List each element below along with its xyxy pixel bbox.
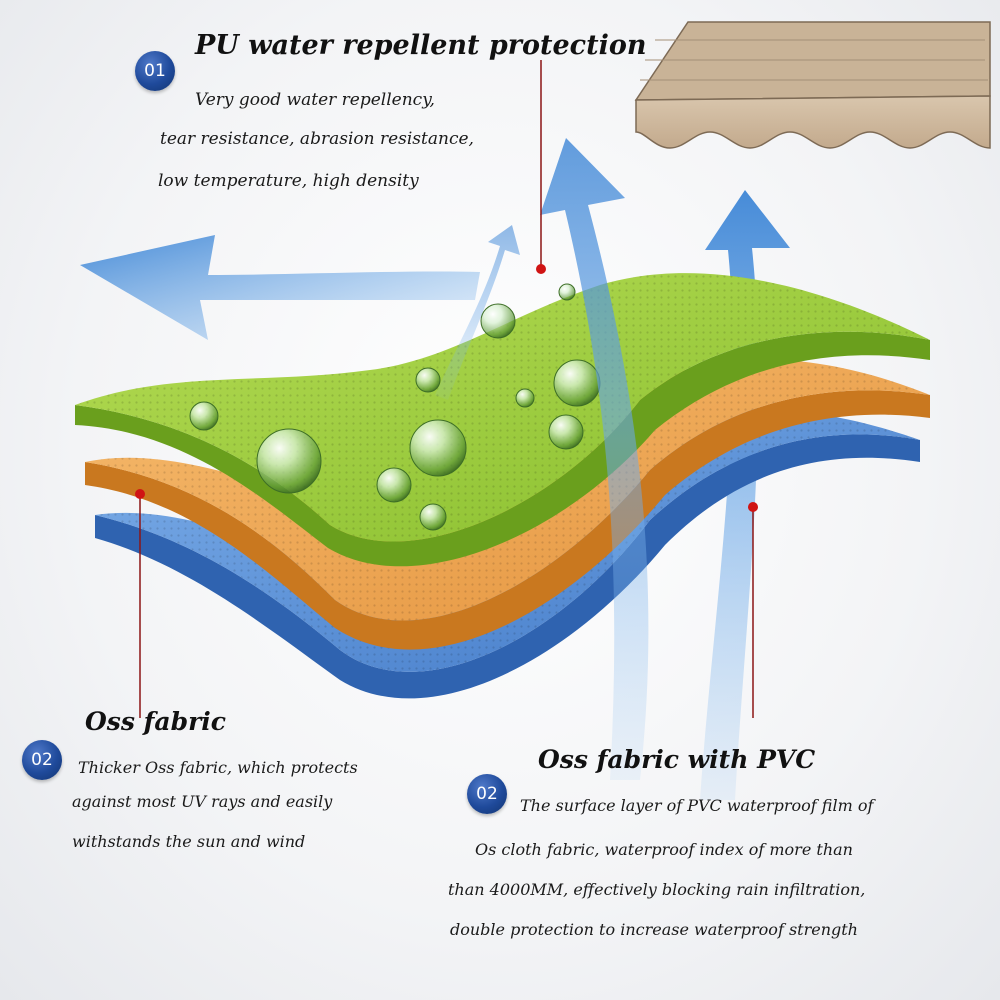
section-description-line: Os cloth fabric, waterproof index of mor… xyxy=(475,840,853,859)
section-description-line: Thicker Oss fabric, which protects xyxy=(78,758,358,777)
airflow-arrow-right xyxy=(700,190,790,800)
section-title: PU water repellent protection xyxy=(195,30,647,61)
water-droplet xyxy=(515,388,535,408)
callout-marker xyxy=(748,502,758,512)
callout-marker xyxy=(135,489,145,499)
callout-lines xyxy=(135,60,758,718)
section-description-line: withstands the sun and wind xyxy=(72,832,306,851)
water-droplets xyxy=(189,283,601,531)
section-description-line: tear resistance, abrasion resistance, xyxy=(160,129,474,149)
section-title: Oss fabric xyxy=(85,707,226,736)
section-description-line: double protection to increase waterproof… xyxy=(450,920,858,939)
section-description-line: than 4000MM, effectively blocking rain i… xyxy=(448,880,866,899)
section-badge: 02 xyxy=(22,740,62,780)
airflow-arrow-left xyxy=(80,235,480,340)
section-badge: 01 xyxy=(135,51,175,91)
section-title: Oss fabric with PVC xyxy=(538,745,816,774)
water-droplet xyxy=(376,467,412,503)
callout-marker xyxy=(536,264,546,274)
section-description-line: low temperature, high density xyxy=(158,171,419,191)
water-droplet xyxy=(558,283,576,301)
water-droplet xyxy=(415,367,441,393)
water-droplet xyxy=(419,503,447,531)
water-droplet xyxy=(480,303,516,339)
awning-thumbnail xyxy=(634,21,991,149)
section-description-line: against most UV rays and easily xyxy=(72,792,333,811)
water-droplet xyxy=(548,414,584,450)
airflow-arrow-center xyxy=(540,138,649,780)
section-description-line: The surface layer of PVC waterproof film… xyxy=(520,796,874,815)
water-droplet xyxy=(189,401,219,431)
airflow-arrow-small xyxy=(435,225,520,400)
section-badge: 02 xyxy=(467,774,507,814)
section-description-line: Very good water repellency, xyxy=(195,90,435,110)
water-droplet xyxy=(409,419,467,477)
water-droplet xyxy=(553,359,601,407)
water-droplet xyxy=(256,428,322,494)
